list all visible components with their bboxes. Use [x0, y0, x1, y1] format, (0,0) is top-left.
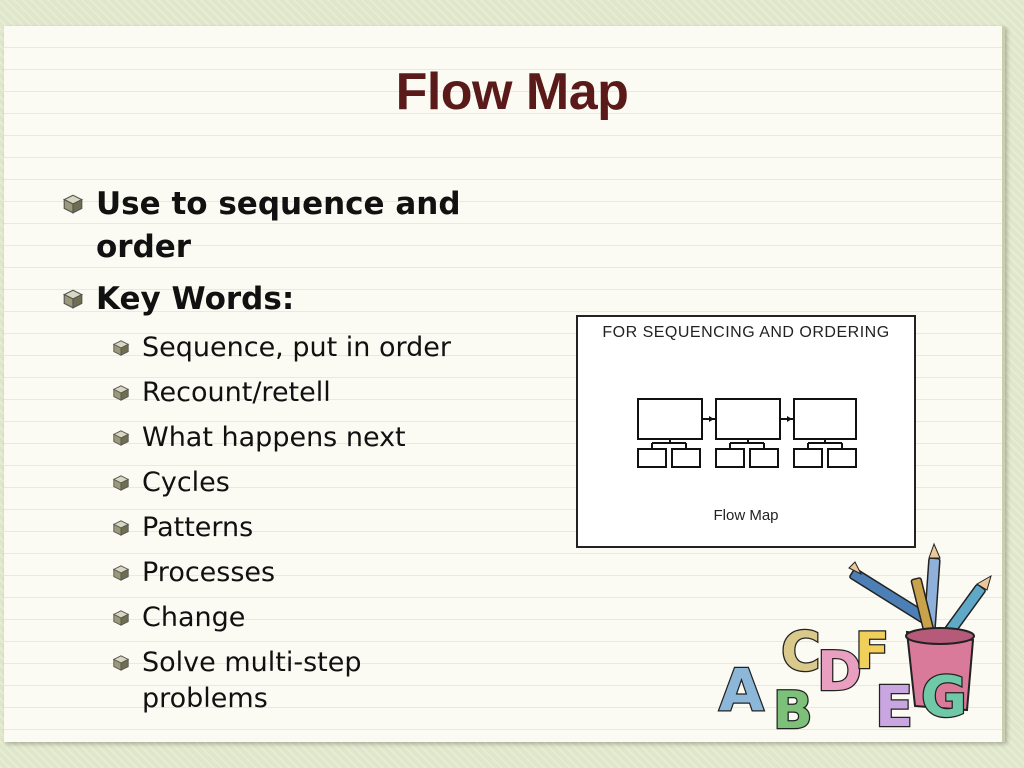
flow-step-box — [715, 398, 781, 440]
cube-bullet-icon — [112, 430, 130, 446]
alphabet-pencils-clipart: A B C D F E G — [718, 542, 992, 735]
sub-bullet-text: Recount/retell — [142, 377, 331, 408]
sub-bullet-item: Processes — [112, 555, 492, 591]
letter-b-icon: B — [773, 681, 813, 735]
flow-step-box — [637, 398, 703, 440]
flow-step-box — [793, 398, 857, 440]
substep-box — [793, 448, 823, 468]
sub-bullet-text: Solve multi-step problems — [142, 647, 362, 714]
substep-box — [671, 448, 701, 468]
substep-connector — [807, 439, 843, 449]
bullet-text: Key Words: — [96, 281, 295, 317]
cube-bullet-icon — [112, 610, 130, 626]
letter-c-icon: C — [781, 620, 821, 683]
substep-connector — [651, 439, 687, 449]
sub-bullet-item: Change — [112, 600, 492, 636]
substep-connector — [729, 439, 765, 449]
arrow-head — [709, 416, 714, 422]
cube-bullet-icon — [112, 520, 130, 536]
cube-bullet-icon — [62, 289, 84, 309]
bullet-item: Use to sequence and order — [62, 183, 482, 269]
sub-bullet-item: Patterns — [112, 510, 492, 546]
bullet-item: Key Words: — [62, 278, 482, 321]
substep-box — [827, 448, 857, 468]
cube-bullet-icon — [112, 655, 130, 671]
sub-bullet-text: Cycles — [142, 467, 230, 498]
bullet-text: Use to sequence and order — [96, 186, 461, 265]
cube-bullet-icon — [62, 194, 84, 214]
flow-map-diagram — [637, 398, 857, 468]
slide-title: Flow Map — [395, 63, 629, 121]
sub-bullet-text: What happens next — [142, 422, 406, 453]
substep-box — [715, 448, 745, 468]
cube-bullet-icon — [112, 385, 130, 401]
sub-bullet-text: Change — [142, 602, 246, 633]
figure-caption-top: FOR SEQUENCING AND ORDERING — [602, 324, 890, 341]
letter-d-icon: D — [817, 640, 862, 703]
figure-caption-bottom: Flow Map — [713, 507, 779, 524]
substep-box — [749, 448, 779, 468]
letter-e-icon: E — [875, 675, 913, 735]
sub-bullet-item: Sequence, put in order — [112, 330, 492, 366]
letter-f-icon: F — [855, 622, 889, 680]
sub-bullet-text: Sequence, put in order — [142, 332, 451, 363]
sub-bullet-item: What happens next — [112, 420, 492, 456]
substep-box — [637, 448, 667, 468]
sub-bullet-item: Solve multi-step problems — [112, 645, 412, 717]
sub-bullet-text: Patterns — [142, 512, 254, 543]
sub-bullet-item: Recount/retell — [112, 375, 492, 411]
cube-bullet-icon — [112, 565, 130, 581]
flow-map-figure: FOR SEQUENCING AND ORDERING Flow Map — [576, 315, 916, 548]
sub-bullet-item: Cycles — [112, 465, 492, 501]
cube-bullet-icon — [112, 475, 130, 491]
cube-bullet-icon — [112, 340, 130, 356]
letter-a-icon: A — [719, 656, 764, 724]
letter-g-icon: G — [921, 665, 967, 730]
sub-bullet-text: Processes — [142, 557, 276, 588]
arrow-head — [787, 416, 792, 422]
